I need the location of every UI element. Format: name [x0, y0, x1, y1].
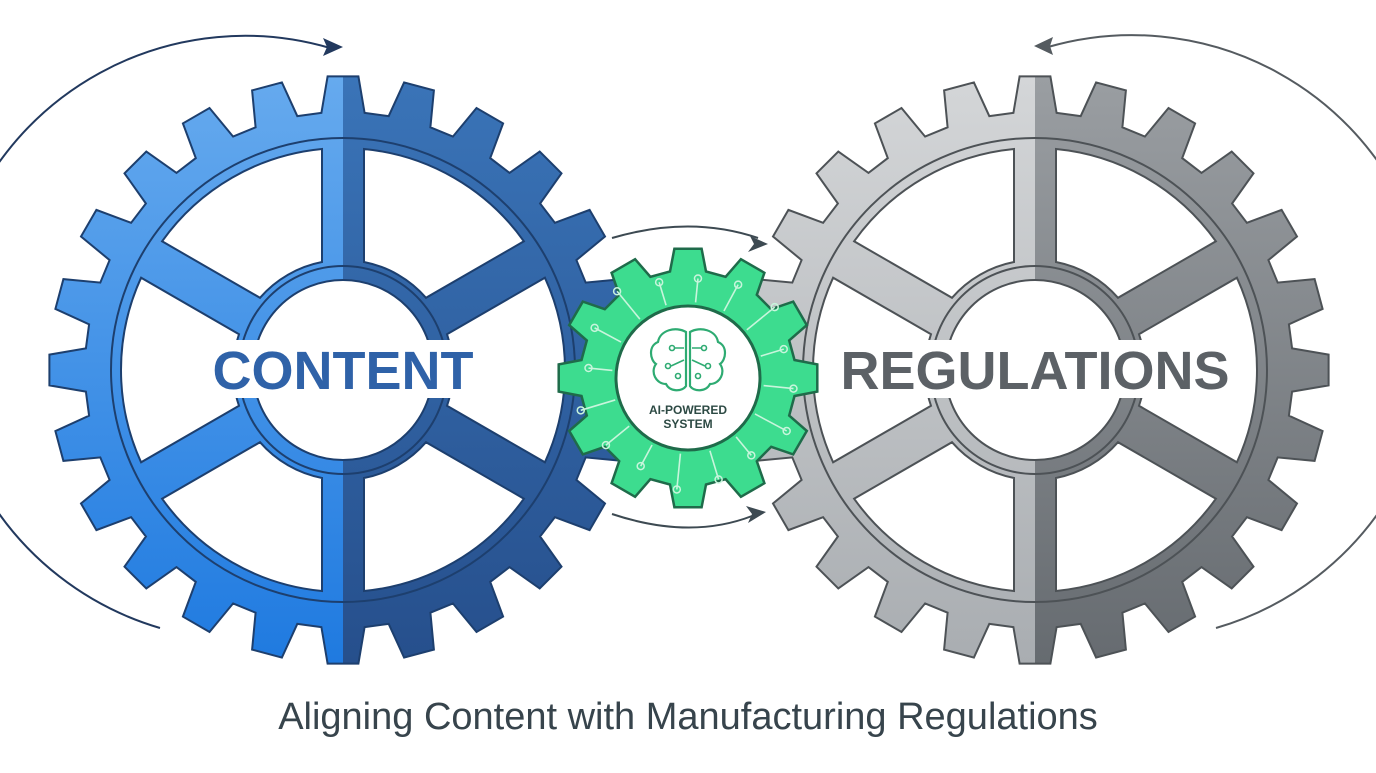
- rotation-arrow-left-icon: [0, 34, 343, 629]
- content-label: CONTENT: [212, 341, 474, 401]
- regulations-label: REGULATIONS: [840, 341, 1230, 401]
- diagram-caption: Aligning Content with Manufacturing Regu…: [278, 696, 1098, 738]
- brain-circuit-icon: [649, 328, 727, 392]
- ai-system-label: AI-POWERED SYSTEM: [628, 403, 748, 431]
- ai-label-line1: AI-POWERED: [649, 403, 727, 417]
- ai-label-line2: SYSTEM: [663, 417, 713, 431]
- rotation-arrow-bottom-icon: [611, 506, 766, 529]
- ai-system-gear: [557, 247, 819, 509]
- rotation-arrow-top-icon: [611, 225, 768, 252]
- rotation-arrow-right-icon: [1034, 34, 1376, 629]
